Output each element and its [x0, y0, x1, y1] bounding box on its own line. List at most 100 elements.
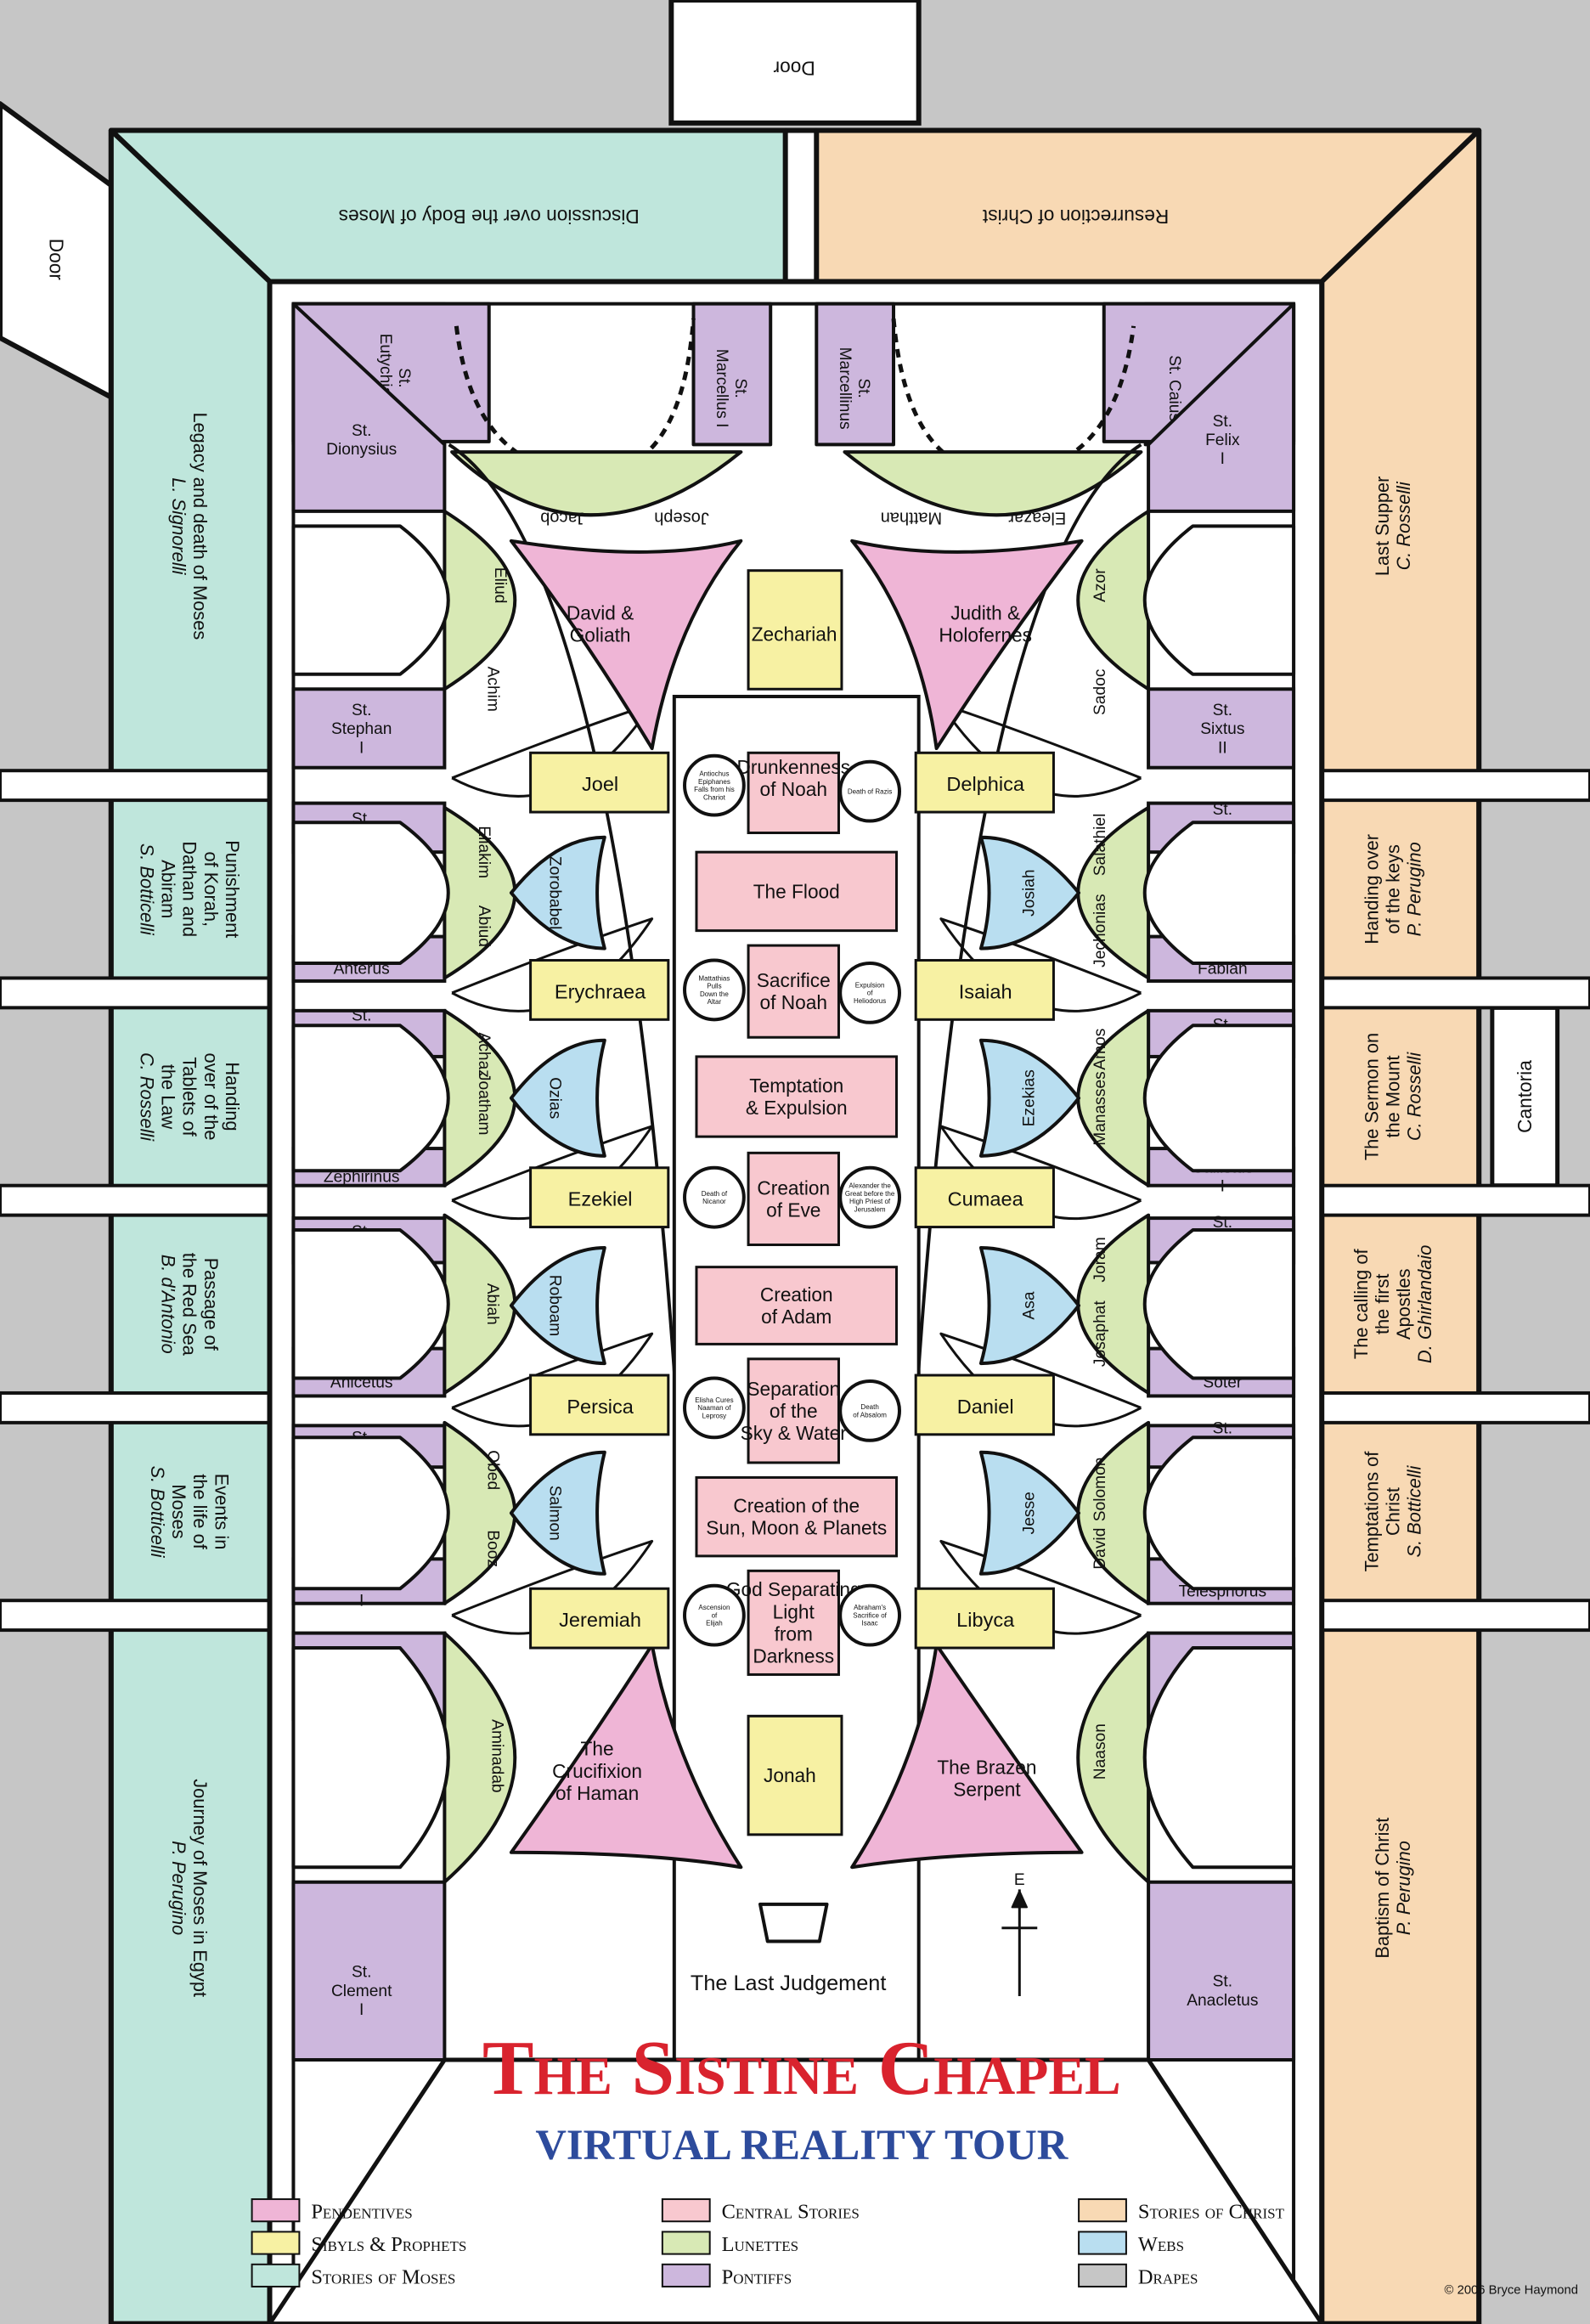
christ-panel-text: Last SupperC. Rosselli — [1372, 477, 1414, 577]
sibyl-right-label-1: Isaiah — [959, 980, 1012, 1002]
sibyl-right-label-0-text: Delphica — [946, 773, 1025, 795]
lunette-left-label-4: Achaz — [475, 1033, 493, 1078]
sibyl-left-2 — [529, 1166, 670, 1229]
dotted-arch-right — [891, 318, 1136, 477]
pontiff-top-label-3: St. Caius — [1165, 355, 1183, 421]
pontiff-right-label-11-text: St.Anacletus — [1187, 1973, 1258, 2010]
cantoria — [1490, 1005, 1560, 1188]
wall-band-right — [1314, 976, 1590, 1010]
lunette-left-label-2-text: Eliakim — [475, 826, 493, 878]
legend-label: Sibyls & Prophets — [311, 2233, 466, 2256]
medallion-8 — [683, 1583, 746, 1647]
lunette-left-label-9-text: Aminadab — [488, 1719, 505, 1792]
wall-christ — [1319, 127, 1482, 2324]
moses-panel-5: Journey of Moses in EgyptP. Perugino — [168, 1779, 211, 1997]
lunette-right-label-10: Naason — [1091, 1723, 1109, 1780]
christ-panel-text: Handing overof the keysP. Perugino — [1362, 834, 1425, 945]
door-top — [668, 0, 922, 126]
medallion-9 — [838, 1583, 901, 1647]
prophet-jonah-label-text: Jonah — [764, 1764, 816, 1786]
web-left-3 — [509, 1450, 606, 1576]
title-main: The Sistine Chapel — [482, 2025, 1121, 2111]
lunette-right-label-10-text: Naason — [1091, 1723, 1109, 1780]
sibyl-right-label-3: Daniel — [957, 1396, 1014, 1418]
window-left-1 — [291, 821, 450, 966]
lunette-right-label-4: Amos — [1091, 1029, 1109, 1070]
door-top-label: Door — [773, 57, 815, 79]
central-story-5 — [695, 1266, 899, 1345]
web-left-1 — [509, 1038, 606, 1158]
prophet-zechariah-label: Zechariah — [752, 623, 837, 646]
web-right-label-0: Josiah — [1020, 869, 1038, 916]
lunette-left-label-7: Obed — [483, 1450, 501, 1490]
lunette-right-2 — [1076, 1008, 1151, 1187]
sibyl-left-label-4-text: Jeremiah — [559, 1609, 641, 1631]
door-left-label-text: Door — [45, 239, 67, 281]
legend-item-sibyls: Sibyls & Prophets — [251, 2231, 466, 2256]
lunette-right-label-0-text: Azor — [1091, 568, 1109, 602]
moses-panel-0: Legacy and death of MosesL. Signorelli — [168, 412, 211, 640]
christ-panel-3: The calling ofthe firstApostlesD. Ghirla… — [1350, 1245, 1435, 1363]
sibyl-left-label-0-text: Joel — [582, 773, 618, 795]
window-left-2 — [291, 1024, 450, 1173]
legend-swatch — [1078, 2231, 1127, 2255]
pendentive-0 — [509, 539, 743, 751]
pendentive-2 — [509, 1643, 743, 1870]
web-rib-left — [451, 1332, 654, 1428]
sibyl-left-label-0: Joel — [582, 773, 618, 795]
web-rib-left — [451, 1125, 654, 1220]
legend-item-pendentives: Pendentives — [251, 2198, 413, 2224]
sibyl-right-label-4: Libyca — [956, 1609, 1015, 1631]
pontiff-right-11 — [1147, 1880, 1296, 2062]
legend-swatch — [251, 2198, 301, 2223]
lunette-right-5 — [1076, 1631, 1151, 1884]
lunette-right-label-3: Jechonias — [1091, 894, 1109, 967]
legend-label: Lunettes — [722, 2233, 798, 2256]
wall-band-right — [1314, 1183, 1590, 1217]
cantoria-label: Cantoria — [1514, 1060, 1536, 1133]
window-right-5 — [1142, 1646, 1296, 1870]
legend-swatch — [661, 2198, 711, 2223]
lunette-left-label-0: Eliud — [491, 567, 509, 604]
central-story-7 — [695, 1475, 899, 1558]
pontiff-left-label-0-text: St.Dionysius — [326, 422, 397, 459]
pontiff-top-1 — [691, 302, 773, 447]
pontiff-top-label-1: St.Marcellus I — [713, 349, 749, 428]
legend-item-drapes: Drapes — [1078, 2263, 1198, 2288]
lunette-left-0 — [443, 509, 517, 691]
legend-swatch — [661, 2231, 711, 2255]
pontiff-right-label-11: St.Anacletus — [1187, 1973, 1258, 2010]
lunette-left-label-2: Eliakim — [475, 826, 493, 878]
moses-panel-text: Handingover of theTablets ofthe LawC. Ro… — [137, 1052, 243, 1142]
sibyl-right-2 — [914, 1166, 1055, 1229]
lunette-right-label-8-text: Solomon — [1091, 1457, 1109, 1521]
lunette-left-label-6-text: Abiah — [483, 1283, 501, 1325]
sibyl-right-label-4-text: Libyca — [956, 1609, 1015, 1631]
sibyl-left-0 — [529, 751, 670, 814]
christ-panel-text: The Sermon onthe MountC. Rosselli — [1362, 1033, 1425, 1160]
lunette-left-label-6: Abiah — [483, 1283, 501, 1325]
medallion-1 — [838, 759, 901, 823]
lunette-right-label-0: Azor — [1091, 568, 1109, 602]
legend-label: Pontiffs — [722, 2265, 792, 2288]
pendentive-label-0: David &Goliath — [567, 601, 634, 646]
